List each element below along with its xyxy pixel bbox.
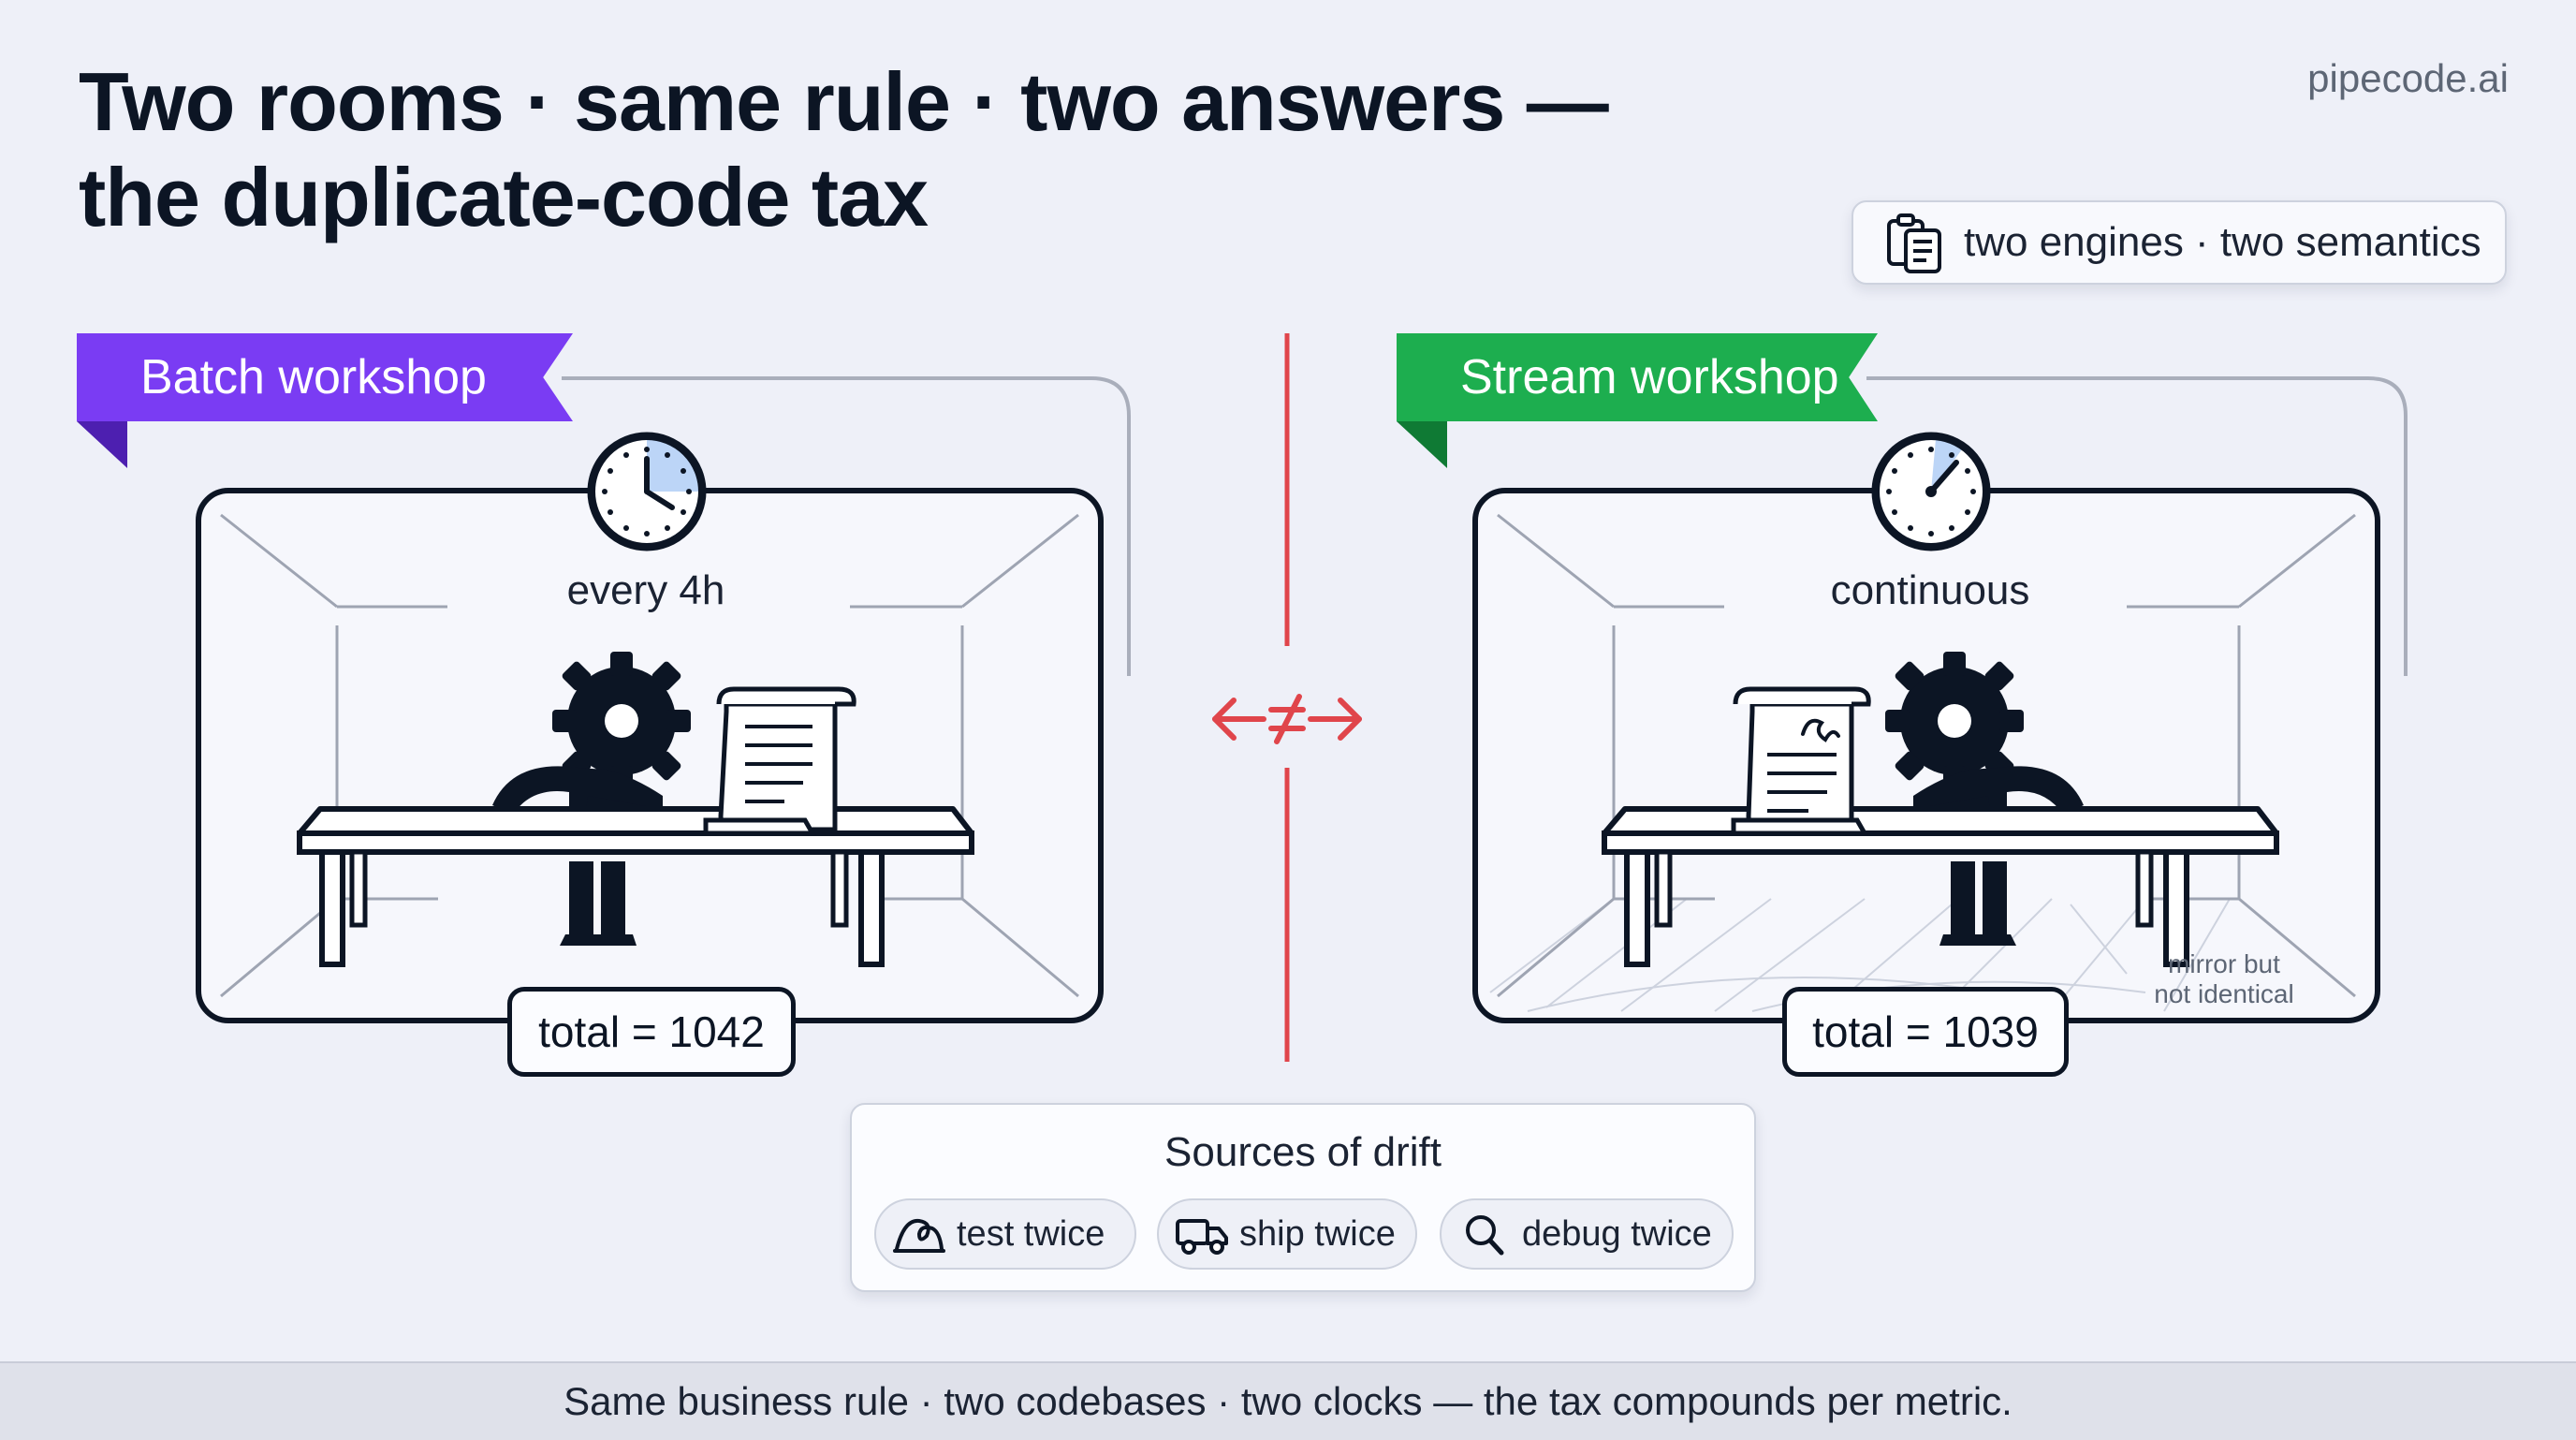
wave-icon [893, 1218, 945, 1253]
stream-connector [1866, 376, 2408, 676]
batch-connector [562, 376, 1131, 676]
batch-cadence: every 4h [566, 567, 725, 613]
desk [1602, 806, 2279, 967]
chip-label: test twice [957, 1213, 1105, 1254]
document-icon [703, 686, 856, 836]
search-icon [1466, 1215, 1504, 1256]
chip-label: debug twice [1522, 1213, 1712, 1254]
worker-figure [1885, 652, 2084, 946]
brand-label: pipecode.ai [2307, 56, 2509, 100]
batch-room [196, 488, 1104, 1023]
stream-document-icon [1731, 686, 1871, 836]
tagline-card: two engines · two semantics [1852, 200, 2507, 285]
not-equal-arrows-icon [1212, 694, 1362, 744]
title-line-2: the duplicate-code tax [79, 151, 929, 243]
batch-ribbon: Batch workshop [77, 333, 573, 421]
stream-ribbon: Stream workshop [1397, 333, 1878, 421]
title-line-1: Two rooms · same rule · two answers — [79, 55, 1609, 148]
chip-debug-twice: debug twice [1440, 1198, 1734, 1270]
batch-total: total = 1042 [507, 987, 796, 1077]
chip-test-twice: test twice [874, 1198, 1136, 1270]
page-title: Two rooms · same rule · two answers — th… [79, 54, 1764, 245]
stream-cadence: continuous [1830, 567, 2030, 613]
drift-title: Sources of drift [1164, 1129, 1442, 1175]
divider [1212, 333, 1362, 1062]
tagline-text: two engines · two semantics [1964, 219, 2481, 265]
truck-icon [1176, 1219, 1228, 1255]
stream-room [1472, 488, 2380, 1023]
clipboard-icon [1887, 213, 1941, 273]
chip-ship-twice: ship twice [1157, 1198, 1417, 1270]
chip-label: ship twice [1239, 1213, 1396, 1254]
worker-figure [492, 652, 691, 946]
stream-total: total = 1039 [1782, 987, 2069, 1077]
drift-panel: Sources of drift test twice ship twice d… [850, 1103, 1756, 1292]
stopwatch-icon [1871, 432, 1991, 551]
footer-caption: Same business rule · two codebases · two… [0, 1361, 2576, 1440]
clock-icon [587, 432, 707, 551]
